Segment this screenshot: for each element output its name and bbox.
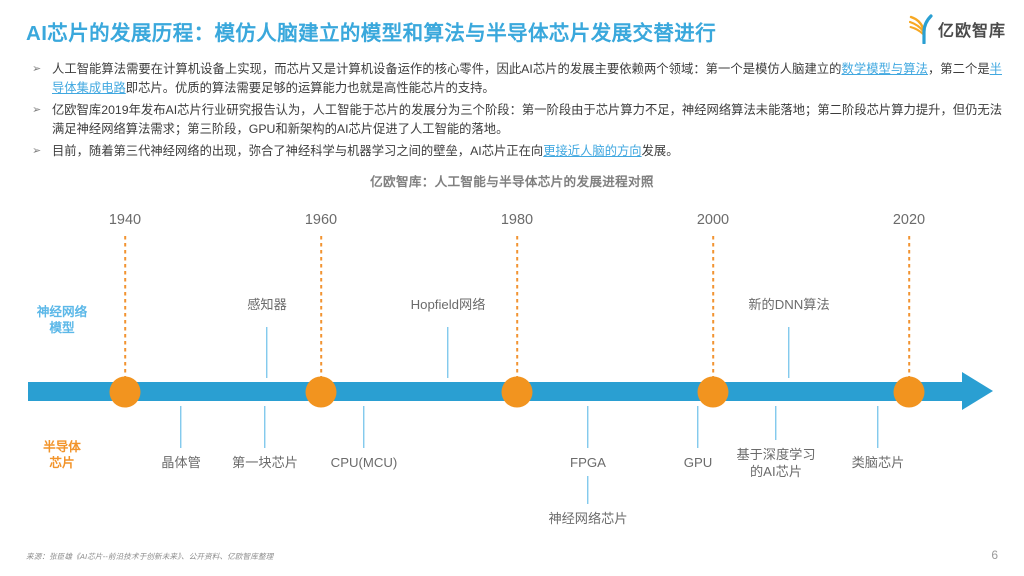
timeline-marker-dot[interactable] bbox=[893, 376, 925, 407]
chart-title: 亿欧智库：人工智能与半导体芯片的发展进程对照 bbox=[370, 175, 654, 189]
page-number: 6 bbox=[991, 548, 998, 562]
source-note: 来源：张臣雄《AI芯片--前沿技术于创新未来》、公开资料、亿欧智库整理 bbox=[26, 552, 274, 561]
event-label[interactable]: CPU(MCU) bbox=[330, 455, 398, 470]
timeline-marker-dot[interactable] bbox=[305, 376, 337, 407]
event-connector-line bbox=[587, 406, 589, 448]
lane-label-2: 半导体 芯片 bbox=[43, 440, 81, 470]
bullet-item: ➢ 人工智能算法需要在计算机设备上实现，而芯片又是计算机设备运作的核心零件，因此A… bbox=[30, 60, 1002, 99]
yiou-leaf-logo-icon bbox=[908, 14, 935, 45]
event-connector-line bbox=[877, 406, 879, 448]
event-connector-line bbox=[180, 406, 182, 448]
event-label[interactable]: 感知器 bbox=[247, 297, 287, 312]
event-label[interactable]: 晶体管 bbox=[161, 455, 201, 470]
timeline-marker-dot[interactable] bbox=[109, 376, 141, 407]
bullet-text: 目前，随着第三代神经网络的出现，弥合了神经科学与机器学习之间的壁垒，AI芯片正在… bbox=[52, 142, 1002, 161]
event-connector-line bbox=[266, 327, 268, 378]
logo-label: 亿欧智库 bbox=[937, 23, 1006, 40]
event-connector-line bbox=[587, 476, 589, 504]
timeline-marker-dot[interactable] bbox=[501, 376, 533, 407]
event-connector-line bbox=[264, 406, 266, 448]
year-tick-label: 2000 bbox=[696, 212, 730, 228]
event-connector-line bbox=[447, 327, 449, 378]
bullet-text: 亿欧智库2019年发布AI芯片行业研究报告认为，人工智能于芯片的发展分为三个阶段… bbox=[52, 101, 1002, 140]
event-connector-line bbox=[363, 406, 365, 448]
bullet-text-run: ，第二个是 bbox=[927, 62, 990, 76]
bullet-arrow-icon: ➢ bbox=[32, 144, 42, 157]
bullet-text-run: 即芯片。优质的算法需要足够的运算能力也就是高性能芯片的支持。 bbox=[125, 81, 495, 96]
year-tick-label: 2020 bbox=[892, 212, 926, 228]
event-label[interactable]: 神经网络芯片 bbox=[548, 511, 628, 526]
highlighted-term[interactable]: 更接近人脑的方向 bbox=[543, 143, 642, 158]
highlighted-term[interactable]: 数学模型与算法 bbox=[841, 62, 928, 76]
timeline-marker-dot[interactable] bbox=[697, 376, 729, 407]
bullet-text-run: 目前，随着第三代神经网络的出现，弥合了神经科学与机器学习之间的壁垒，AI芯片正在… bbox=[52, 143, 544, 158]
year-guide-line bbox=[516, 236, 518, 388]
event-label[interactable]: FPGA bbox=[570, 455, 606, 470]
highlighted-term[interactable]: 半导体集成电路 bbox=[52, 62, 1002, 96]
event-connector-line bbox=[775, 406, 777, 440]
event-label[interactable]: 类脑芯片 bbox=[851, 455, 905, 470]
brand-logo: 亿欧智库 bbox=[908, 14, 1006, 45]
year-guide-line bbox=[908, 236, 910, 388]
timeline-axis bbox=[28, 382, 968, 401]
year-tick-label: 1940 bbox=[108, 212, 142, 228]
bullet-text-run: 发展。 bbox=[641, 143, 679, 158]
year-tick-label: 1960 bbox=[304, 212, 338, 228]
year-guide-line bbox=[124, 236, 126, 388]
bullet-arrow-icon: ➢ bbox=[32, 103, 42, 116]
event-label[interactable]: GPU bbox=[683, 455, 713, 470]
bullet-item: ➢ 目前，随着第三代神经网络的出现，弥合了神经科学与机器学习之间的壁垒，AI芯片正… bbox=[30, 142, 1002, 161]
bullet-text: 人工智能算法需要在计算机设备上实现，而芯片又是计算机设备运作的核心零件，因此AI… bbox=[52, 60, 1002, 99]
bullet-text-run: 人工智能算法需要在计算机设备上实现，而芯片又是计算机设备运作的核心零件，因此AI… bbox=[52, 62, 842, 76]
bullet-arrow-icon: ➢ bbox=[32, 63, 42, 75]
event-connector-line bbox=[697, 406, 699, 448]
year-guide-line bbox=[320, 236, 322, 388]
bullet-text-run: 亿欧智库2019年发布AI芯片行业研究报告认为，人工智能于芯片的发展分为三个阶段… bbox=[52, 102, 1002, 137]
timeline-chart: 1940 1960 1980 2000 2020 神经网络 模型半导体 芯片 感知器 Ho… bbox=[0, 196, 1024, 546]
year-tick-label: 1980 bbox=[500, 212, 534, 228]
lane-label-1: 神经网络 模型 bbox=[36, 305, 88, 335]
year-guide-line bbox=[712, 236, 714, 388]
timeline-arrow-icon bbox=[962, 372, 993, 410]
bullet-item: ➢ 亿欧智库2019年发布AI芯片行业研究报告认为，人工智能于芯片的发展分为三个阶… bbox=[30, 101, 1002, 140]
bullet-list: ➢ 人工智能算法需要在计算机设备上实现，而芯片又是计算机设备运作的核心零件，因此A… bbox=[30, 60, 1002, 163]
page-title: AI芯片的发展历程：模仿人脑建立的模型和算法与半导体芯片发展交替进行 bbox=[26, 22, 717, 45]
event-label[interactable]: Hopfield网络 bbox=[410, 297, 486, 312]
event-label[interactable]: 第一块芯片 bbox=[232, 455, 298, 470]
event-label[interactable]: 基于深度学习 的AI芯片 bbox=[736, 447, 816, 479]
event-connector-line bbox=[788, 327, 790, 378]
event-label[interactable]: 新的DNN算法 bbox=[748, 297, 830, 312]
